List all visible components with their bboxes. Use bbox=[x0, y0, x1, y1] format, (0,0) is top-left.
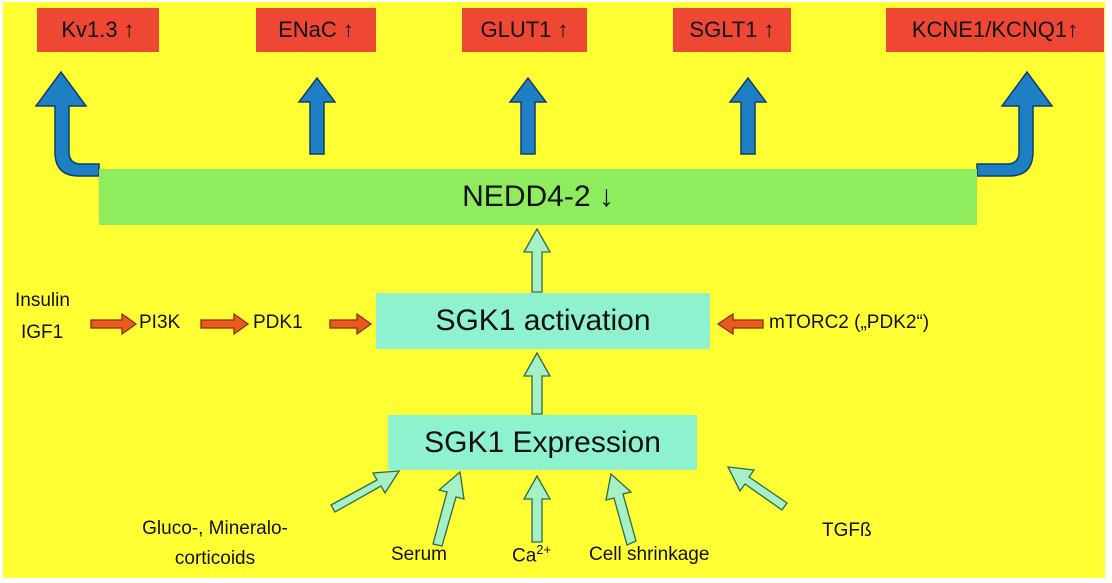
arrow-gluco bbox=[330, 470, 401, 513]
label-calcium: Ca2+ bbox=[512, 542, 551, 567]
label-cell-shrinkage: Cell shrinkage bbox=[589, 544, 710, 565]
arrow-tgfb bbox=[726, 466, 788, 511]
arrows-layer bbox=[34, 70, 1054, 547]
curved-up-arrow-left bbox=[34, 70, 100, 177]
label-corticoids-line2: corticoids bbox=[174, 548, 256, 569]
target-glut1: GLUT1 ↑ bbox=[462, 8, 587, 52]
arrow-expression-to-activation bbox=[522, 351, 552, 415]
label-corticoids-line1: Gluco-, Mineralo- bbox=[142, 518, 288, 539]
nedd4-2-box: NEDD4-2 ↓ bbox=[99, 169, 977, 225]
target-enac: ENaC ↑ bbox=[256, 8, 376, 52]
label-tgfb: TGFß bbox=[822, 520, 872, 541]
arrow-activation-to-nedd4 bbox=[522, 227, 552, 293]
label-igf1: IGF1 bbox=[21, 322, 64, 343]
arrow-mtorc2-to-activation bbox=[716, 312, 764, 336]
label-calcium-text: Ca bbox=[512, 545, 537, 567]
arrow-insulin-to-pi3k bbox=[90, 312, 138, 336]
label-serum: Serum bbox=[391, 544, 447, 565]
label-pdk1: PDK1 bbox=[253, 312, 303, 333]
label-insulin: Insulin bbox=[15, 290, 70, 311]
up-arrow-sglt1 bbox=[728, 76, 768, 155]
diagram-canvas: Kv1.3 ↑ ENaC ↑ GLUT1 ↑ SGLT1 ↑ KCNE1/KCN… bbox=[3, 2, 1105, 578]
up-arrow-glut1 bbox=[508, 76, 548, 155]
target-kcne1-kcnq1: KCNE1/KCNQ1↑ bbox=[886, 8, 1104, 52]
arrow-pi3k-to-pdk1 bbox=[200, 312, 250, 336]
sgk1-activation-box: SGK1 activation bbox=[376, 293, 710, 349]
curved-up-arrow-right bbox=[976, 70, 1054, 177]
target-sglt1: SGLT1 ↑ bbox=[673, 8, 791, 52]
label-mtorc2: mTORC2 („PDK2“) bbox=[769, 312, 930, 333]
up-arrow-enac bbox=[297, 76, 337, 155]
target-kv13: Kv1.3 ↑ bbox=[37, 8, 159, 52]
label-corticoids: Gluco-, Mineralo- corticoids bbox=[115, 514, 315, 574]
label-pi3k: PI3K bbox=[139, 312, 181, 333]
label-calcium-superscript: 2+ bbox=[536, 542, 552, 557]
arrow-cell-shrinkage bbox=[605, 472, 637, 546]
sgk1-expression-box: SGK1 Expression bbox=[388, 415, 697, 470]
arrow-calcium bbox=[522, 474, 552, 543]
arrow-pdk1-to-activation bbox=[329, 312, 373, 336]
arrow-serum bbox=[432, 470, 465, 547]
